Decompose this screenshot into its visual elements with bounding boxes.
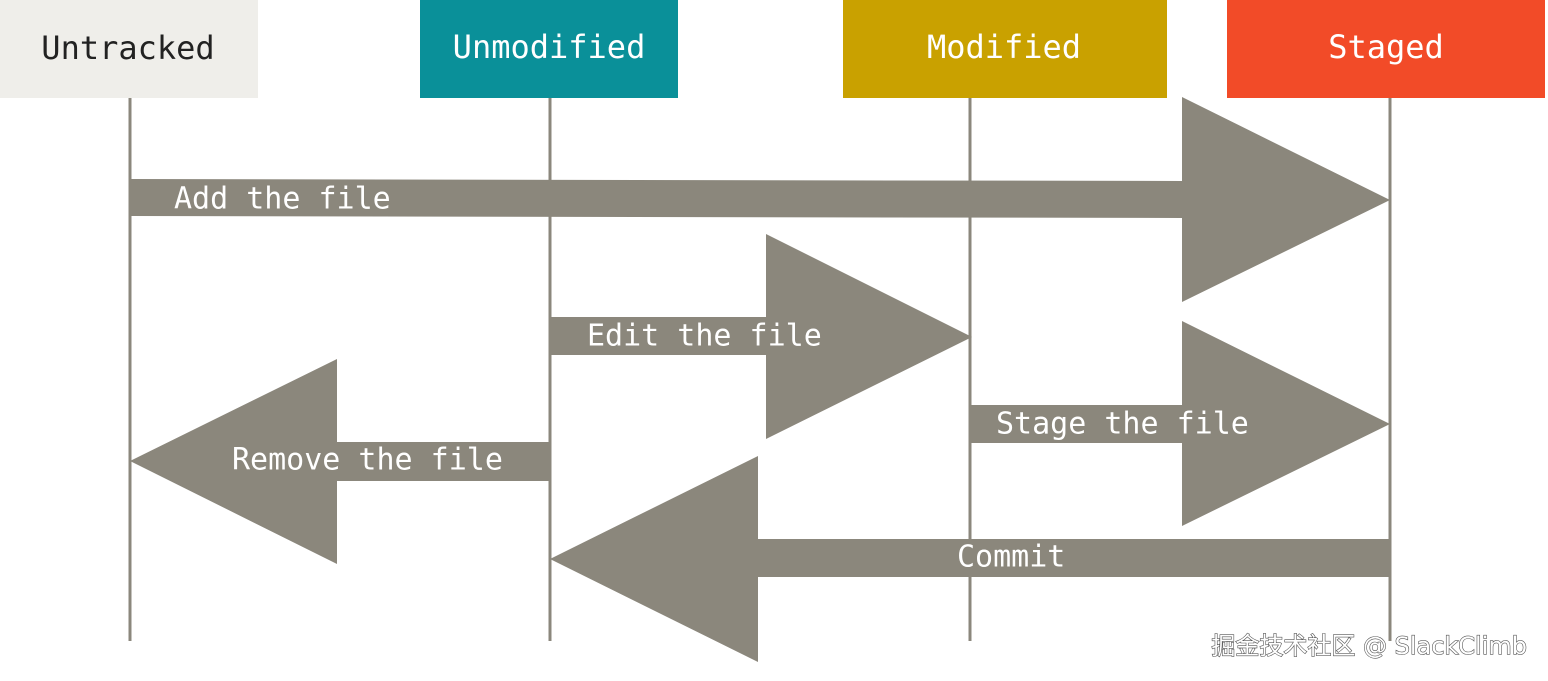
arrow-remove-the-file: Remove the file: [130, 359, 550, 564]
watermark: 掘金技术社区 @ SlackClimb: [1211, 632, 1527, 660]
arrow-remove-the-file-label: Remove the file: [232, 443, 503, 478]
arrow-stage-the-file-shape: [970, 321, 1390, 526]
arrow-add-the-file-label: Add the file: [174, 182, 391, 217]
arrow-stage-the-file: Stage the file: [970, 321, 1390, 526]
state-modified: Modified: [843, 0, 1167, 98]
state-headers: Untracked Unmodified Modified Staged: [0, 0, 1545, 98]
state-untracked: Untracked: [0, 0, 258, 98]
arrow-commit-label: Commit: [957, 540, 1065, 575]
state-untracked-box: [0, 0, 258, 98]
state-unmodified-box: [420, 0, 678, 98]
state-staged: Staged: [1227, 0, 1545, 98]
arrow-commit: Commit: [550, 456, 1390, 662]
state-unmodified-label: Unmodified: [453, 28, 646, 66]
arrow-commit-shape: [550, 456, 1390, 662]
state-modified-label: Modified: [927, 28, 1081, 66]
arrow-edit-the-file-shape: [550, 234, 972, 439]
state-modified-box: [843, 0, 1167, 98]
state-staged-box: [1227, 0, 1545, 98]
arrow-add-the-file: Add the file: [130, 97, 1390, 302]
arrow-add-the-file-shape: [130, 97, 1390, 302]
arrow-edit-the-file: Edit the file: [550, 234, 972, 439]
state-untracked-label: Untracked: [41, 29, 214, 67]
transition-arrows: Add the file Edit the file Remove the fi…: [130, 97, 1390, 662]
arrow-stage-the-file-label: Stage the file: [996, 407, 1249, 442]
state-staged-label: Staged: [1328, 28, 1444, 66]
arrow-remove-the-file-shape: [130, 359, 550, 564]
state-unmodified: Unmodified: [420, 0, 678, 98]
arrow-edit-the-file-label: Edit the file: [587, 319, 822, 354]
